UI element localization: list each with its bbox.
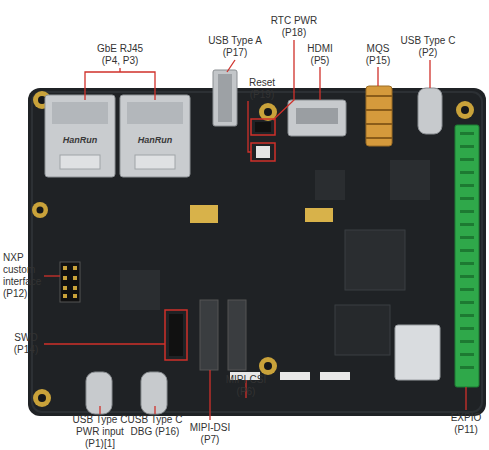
callout-label: MQS (P15) (360, 43, 396, 67)
highlight-box (251, 119, 275, 135)
expio-pins (460, 132, 474, 369)
callout-label: MIPI-DSI (P7) (184, 422, 236, 446)
callout-label: USB Type A (P17) (203, 35, 267, 59)
highlight-box (251, 143, 275, 161)
audio-jack (366, 86, 392, 146)
jack-marking: HanRun (125, 135, 185, 145)
mipi-connector (200, 300, 218, 370)
small-chip (315, 170, 345, 200)
memory-chip (335, 305, 390, 355)
hdmi-inner (296, 108, 338, 124)
mipi-connector (228, 300, 246, 370)
jack-marking: HanRun (50, 135, 110, 145)
wifi-module (395, 325, 440, 380)
rtc-jumper (255, 122, 271, 132)
soc-chip (345, 230, 405, 290)
reset-button (256, 146, 270, 158)
usb-c-port (418, 88, 442, 134)
callout-label: NXP custom interface (P12) (3, 252, 45, 300)
callout-label: Reset (P19) (244, 77, 280, 101)
pcb-edge (32, 92, 482, 412)
callout-label: SWD (P14) (6, 332, 46, 356)
expio-header (455, 125, 479, 387)
small-chip (390, 160, 430, 200)
rj45-jacks (45, 95, 190, 177)
callout-label: MIPI-CSI (P6) (220, 374, 272, 398)
dip-switch (190, 205, 218, 223)
callout-label: RTC PWR (P18) (268, 15, 320, 39)
dip-switch (305, 208, 333, 222)
callout-label: USB Type C PWR input (P1)[1] (68, 414, 132, 450)
usb-c-port (86, 372, 112, 414)
callout-label: HDMI (P5) (302, 43, 338, 67)
callout-label: GbE RJ45 (P4, P3) (93, 43, 147, 67)
mount-hole-centers (37, 96, 471, 402)
audio-jack-pins (366, 96, 392, 138)
mipi-connector (320, 372, 350, 380)
usb-c-port (141, 372, 167, 414)
callout-label: USB Type C (P2) (396, 35, 460, 59)
highlight-box (165, 310, 187, 360)
mount-holes (32, 91, 475, 407)
swd-header (169, 314, 183, 356)
hdmi-port (288, 100, 346, 136)
pin-header (60, 262, 80, 302)
mipi-connector (280, 372, 310, 380)
usb-a-inner (218, 74, 232, 122)
usb-a-port (213, 70, 237, 126)
leader-lines (44, 40, 466, 420)
header-pins (63, 266, 77, 298)
pcb (28, 88, 486, 416)
callout-label: EXPIO (P11) (444, 412, 488, 436)
small-chip (120, 270, 160, 310)
callout-label: USB Type C DBG (P16) (125, 414, 185, 438)
